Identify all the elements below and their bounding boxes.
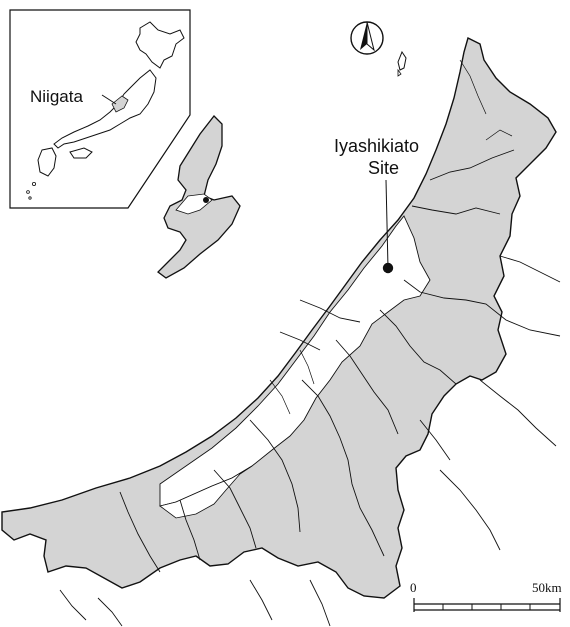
awashima-island <box>397 50 407 71</box>
inset-hokkaido <box>135 21 185 69</box>
inset-leader-line <box>101 94 117 105</box>
islet <box>397 68 402 77</box>
niigata-prefecture <box>1 36 557 599</box>
site-leader-line <box>385 179 389 269</box>
coastline-detail <box>269 59 513 415</box>
scale-label-end: 50km <box>532 580 562 595</box>
scale-label-start: 0 <box>410 580 417 595</box>
sado-central-plain <box>175 193 213 215</box>
inset-niigata-region <box>111 95 129 113</box>
river-plain-south <box>159 465 253 519</box>
inset-map: Niigata <box>9 9 191 209</box>
inset-frame <box>9 9 191 209</box>
site-marker <box>382 262 394 274</box>
north-arrow-icon <box>350 21 384 55</box>
sado-lake <box>203 197 209 203</box>
main-map: Iyashikiato Site <box>1 36 561 627</box>
scale-bar: 0 50km <box>410 580 562 612</box>
rivers <box>59 149 561 627</box>
site-label-line2: Site <box>368 158 399 178</box>
inset-label-niigata: Niigata <box>30 87 83 106</box>
inset-shikoku <box>69 147 93 159</box>
inset-honshu <box>53 69 157 149</box>
inset-kyushu <box>37 147 57 177</box>
site-label-line1: Iyashikiato <box>334 136 419 156</box>
